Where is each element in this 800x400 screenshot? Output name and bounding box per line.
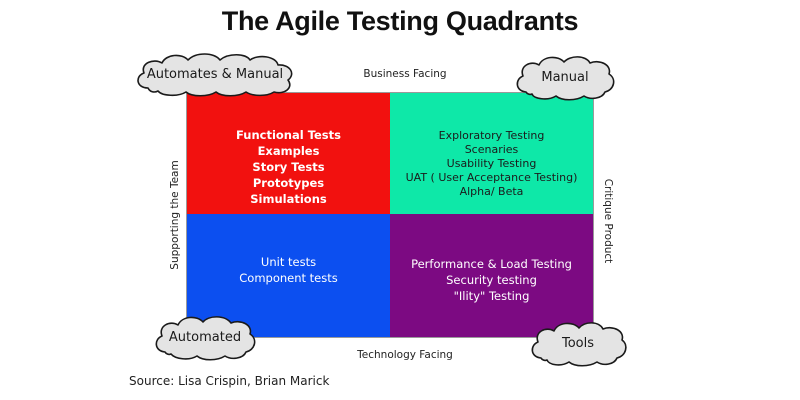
quadrant-item: Functional Tests — [235, 128, 341, 142]
cloud-label: Manual — [541, 69, 589, 85]
source-attribution: Source: Lisa Crispin, Brian Marick — [129, 374, 330, 388]
quadrant-q4-bottom-right: Performance & Load Testing Security test… — [390, 214, 593, 337]
quadrant-item: Scenaries — [464, 143, 519, 156]
axis-label-critique-product: Critique Product — [602, 178, 614, 264]
quadrant-item: UAT ( User Acceptance Testing) — [405, 171, 578, 184]
quadrant-item: Security testing — [446, 273, 537, 287]
quadrant-item: Performance & Load Testing — [411, 257, 572, 271]
quadrant-item: Examples — [257, 144, 320, 158]
quadrant-item: Story Tests — [252, 160, 325, 174]
cloud-tools: Tools — [529, 320, 627, 367]
cloud-icon — [155, 316, 256, 361]
cloud-automated: Automated — [153, 314, 257, 361]
cloud-icon — [531, 322, 627, 367]
axis-label-business-facing: Business Facing — [363, 68, 447, 80]
diagram-title: The Agile Testing Quadrants — [221, 6, 579, 36]
quadrant-item: Alpha/ Beta — [459, 185, 524, 198]
axis-label-supporting-the-team: Supporting the Team — [169, 160, 181, 270]
cloud-icon — [137, 53, 293, 97]
quadrant-grid: Functional Tests Examples Story Tests Pr… — [186, 92, 594, 338]
quadrant-q3-top-right: Exploratory Testing Scenaries Usability … — [390, 93, 593, 214]
cloud-label: Tools — [561, 335, 595, 351]
quadrant-item: Unit tests — [260, 255, 317, 269]
quadrant-item: Simulations — [250, 192, 327, 206]
quadrant-item: Usability Testing — [446, 157, 537, 170]
axis-label-technology-facing: Technology Facing — [357, 349, 453, 361]
quadrant-item: Prototypes — [252, 176, 325, 190]
cloud-icon — [516, 56, 615, 101]
quadrant-item: Component tests — [239, 271, 338, 285]
quadrant-item: Exploratory Testing — [438, 129, 545, 142]
cloud-manual: Manual — [514, 54, 616, 101]
cloud-label: Automates & Manual — [146, 66, 284, 82]
quadrant-q2-top-left: Functional Tests Examples Story Tests Pr… — [187, 93, 390, 214]
cloud-label: Automated — [168, 329, 242, 345]
cloud-automates-and-manual: Automates & Manual — [134, 52, 296, 97]
quadrant-item: "Ility" Testing — [453, 289, 530, 303]
